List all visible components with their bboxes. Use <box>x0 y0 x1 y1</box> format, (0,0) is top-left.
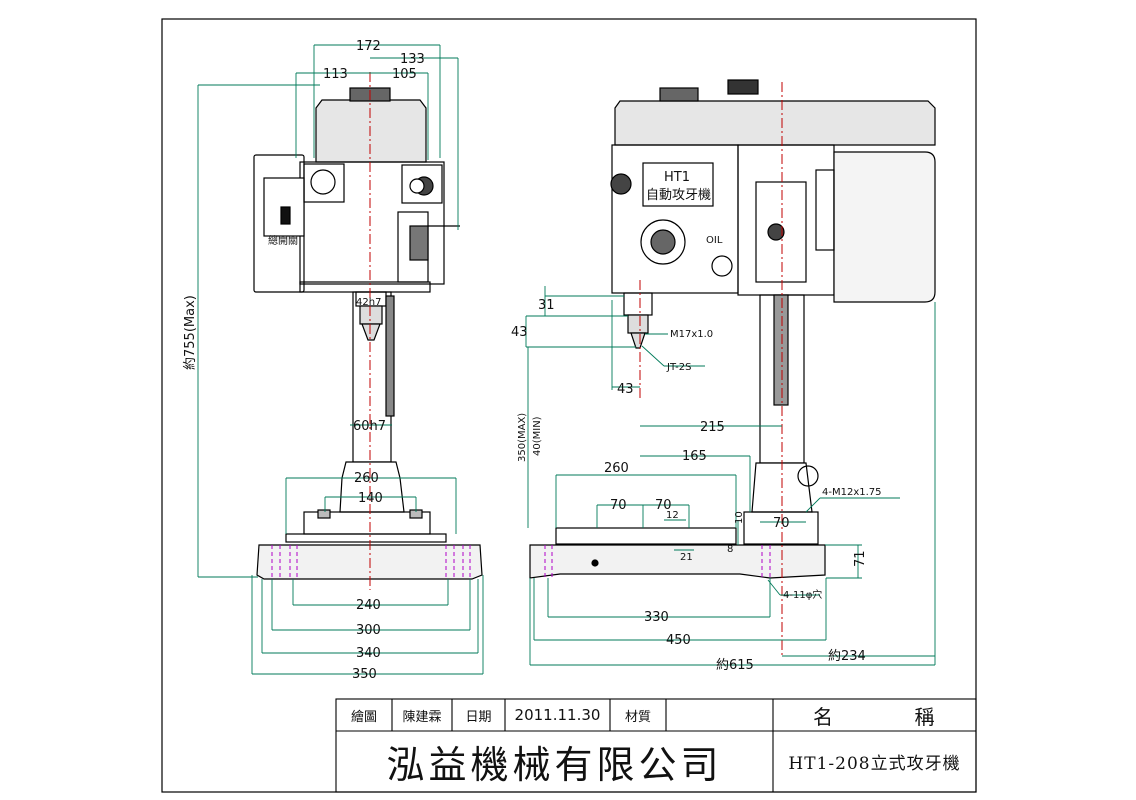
side-button-icon <box>610 173 632 195</box>
handwheel-hub-icon <box>650 229 676 255</box>
gearbox-shaft-icon <box>767 223 785 241</box>
front-tap-holder <box>359 305 383 325</box>
side-gearbox <box>755 181 807 283</box>
title-block-grid <box>335 698 977 793</box>
dim-21: 21 <box>680 552 693 563</box>
material-label: 材質 <box>624 709 651 725</box>
side-base <box>529 544 826 579</box>
drawn-by: 陳建霖 <box>402 709 442 725</box>
dim-m12: 4-M12x1.75 <box>822 487 882 498</box>
nameplate-line2: 自動攻牙機 <box>646 188 711 203</box>
front-base-top <box>285 533 447 543</box>
clamp-icon <box>797 465 819 487</box>
side-tap <box>630 332 646 349</box>
dim-71: 71 <box>853 550 868 567</box>
side-hidden-lines <box>544 545 771 578</box>
front-column-rack <box>385 295 395 417</box>
dim-70-c: 70 <box>773 516 790 531</box>
knob-frame <box>401 164 443 204</box>
dim-172: 172 <box>356 39 381 54</box>
dim-105: 105 <box>392 67 417 82</box>
nameplate-line1: HT1 <box>664 170 690 185</box>
side-knob <box>727 79 759 95</box>
dim-70-b: 70 <box>655 498 672 513</box>
dim-300: 300 <box>356 623 381 638</box>
nameplate <box>642 162 714 207</box>
dim-234: 約234 <box>828 649 866 664</box>
dim-350: 350 <box>352 667 377 682</box>
dim-43-horizontal: 43 <box>617 382 634 397</box>
product-name: HT1-208立式攻牙機 <box>788 754 961 774</box>
knob-ring-icon <box>409 178 425 194</box>
dim-133: 133 <box>400 52 425 67</box>
side-tap-holder <box>627 314 649 334</box>
dim-755: 約755(Max) <box>183 295 198 370</box>
dim-43-vertical: 43 <box>511 325 528 340</box>
side-rack <box>773 294 789 406</box>
dim-140: 140 <box>358 491 383 506</box>
side-motor <box>833 151 936 303</box>
date-label: 日期 <box>465 709 492 725</box>
dim-8: 8 <box>727 544 733 555</box>
panel-label: 總開關 <box>268 234 298 247</box>
side-view <box>529 79 936 579</box>
base-hole-icon <box>591 559 599 567</box>
dim-60h7: 60h7 <box>353 419 386 434</box>
dim-jt2s: JT-2S <box>666 362 691 373</box>
front-tap <box>361 323 381 341</box>
dim-215: 215 <box>700 420 725 435</box>
dim-350max: 350(MAX) <box>517 413 528 462</box>
front-hidden-lines <box>271 545 471 579</box>
date-value: 2011.11.30 <box>514 706 601 724</box>
side-table <box>555 527 737 545</box>
gauge-icon <box>310 169 336 195</box>
motor-flange <box>815 169 835 251</box>
side-spindle <box>623 292 653 316</box>
dim-42h7: 42h7 <box>356 297 381 308</box>
side-dimension-texts: 31 43 43 M17x1.0 JT-2S 350(MAX) 40(MIN) … <box>511 170 882 673</box>
gauge2-icon <box>711 255 733 277</box>
dim-450: 450 <box>666 633 691 648</box>
dim-12: 12 <box>666 510 679 521</box>
dim-260-front: 260 <box>354 471 379 486</box>
front-view <box>253 87 483 580</box>
side-dimension-lines <box>525 286 936 666</box>
dim-10: 10 <box>734 511 745 524</box>
dim-260-side: 260 <box>604 461 629 476</box>
side-top-cover <box>614 100 936 146</box>
dim-240: 240 <box>356 598 381 613</box>
switch-knob <box>280 206 291 225</box>
dim-70-a: 70 <box>610 498 627 513</box>
dim-330: 330 <box>644 610 669 625</box>
front-dimension-lines <box>197 44 484 675</box>
front-dimension-texts: 172 133 113 105 約755(Max) 42h7 60h7 260 … <box>183 39 425 682</box>
dim-165: 165 <box>682 449 707 464</box>
side-riser <box>743 511 819 545</box>
gauge-frame <box>303 163 345 203</box>
side-middle-block <box>737 144 835 296</box>
company-name: 泓益機械有限公司 <box>386 743 723 787</box>
dim-113: 113 <box>323 67 348 82</box>
handwheel-icon <box>640 219 686 265</box>
drawn-label: 繪圖 <box>350 709 377 725</box>
dim-31: 31 <box>538 298 555 313</box>
name-label-2: 稱 <box>914 704 935 729</box>
dim-m17: M17x1.0 <box>670 329 713 340</box>
dim-40min: 40(MIN) <box>532 416 543 456</box>
dim-340: 340 <box>356 646 381 661</box>
front-rack <box>409 225 429 261</box>
front-bolt-left <box>317 509 331 519</box>
side-cap <box>659 87 699 102</box>
dim-hole: 4-11φ穴 <box>783 588 822 601</box>
front-motor-cover <box>315 99 427 163</box>
oil-label: OIL <box>706 235 723 246</box>
dim-615: 約615 <box>716 658 754 673</box>
name-label-1: 名 <box>813 704 833 729</box>
